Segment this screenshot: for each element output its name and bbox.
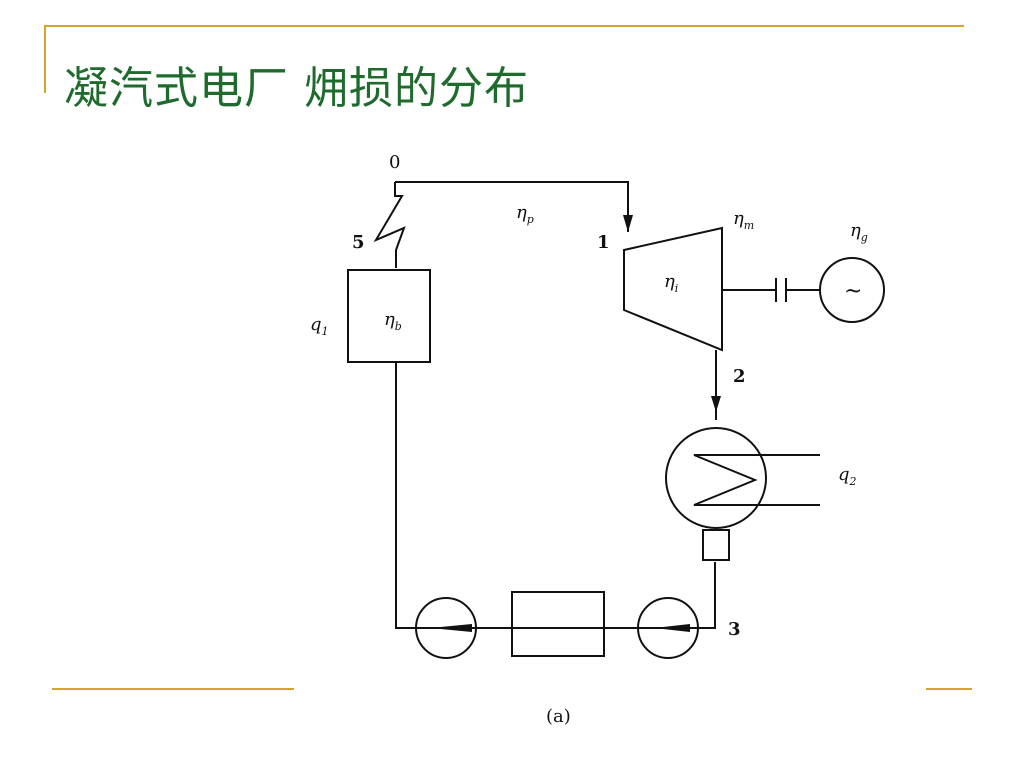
eta-i-label: ηi bbox=[664, 271, 678, 295]
eta-g-label: ηg bbox=[850, 220, 868, 244]
feed-pump-arrow bbox=[430, 624, 472, 632]
feed-pump bbox=[415, 597, 477, 659]
turbine bbox=[623, 226, 723, 352]
condenser-tube-bundle bbox=[693, 454, 765, 506]
q2-label: q2 bbox=[838, 464, 857, 488]
steam-inlet-arrow bbox=[623, 215, 633, 232]
slide-title: 凝汽式电厂 㶲损的分布 bbox=[64, 63, 529, 114]
condenser-hotwell bbox=[702, 529, 730, 561]
point-2-label: 2 bbox=[733, 366, 746, 387]
superheater-coil bbox=[373, 182, 406, 268]
eta-p-label: ηp bbox=[516, 202, 534, 226]
slide-frame-left-rule bbox=[44, 25, 46, 93]
point-5-label: 5 bbox=[352, 232, 365, 253]
q1-label: q1 bbox=[310, 314, 329, 338]
feedwater-line bbox=[395, 362, 716, 629]
condensate-pump bbox=[637, 597, 699, 659]
point-3-label: 3 bbox=[728, 619, 741, 640]
point-0-label: 0 bbox=[389, 152, 400, 173]
eta-b-label: ηb bbox=[384, 309, 402, 333]
footer-rule-left bbox=[52, 688, 294, 690]
feedwater-heater bbox=[511, 591, 605, 657]
eta-m-label: ηm bbox=[733, 208, 754, 232]
point-1-label: 1 bbox=[597, 232, 610, 253]
generator-symbol: ~ bbox=[844, 279, 862, 304]
slide-frame-top-rule bbox=[44, 25, 964, 27]
condensate-pump-arrow bbox=[654, 624, 690, 632]
exhaust-arrow bbox=[711, 396, 721, 412]
main-steam-line bbox=[395, 181, 629, 232]
figure-caption: (a) bbox=[546, 706, 571, 727]
boiler-box bbox=[347, 269, 431, 363]
condenser bbox=[665, 427, 767, 529]
generator bbox=[819, 257, 885, 323]
footer-rule-right bbox=[926, 688, 972, 690]
